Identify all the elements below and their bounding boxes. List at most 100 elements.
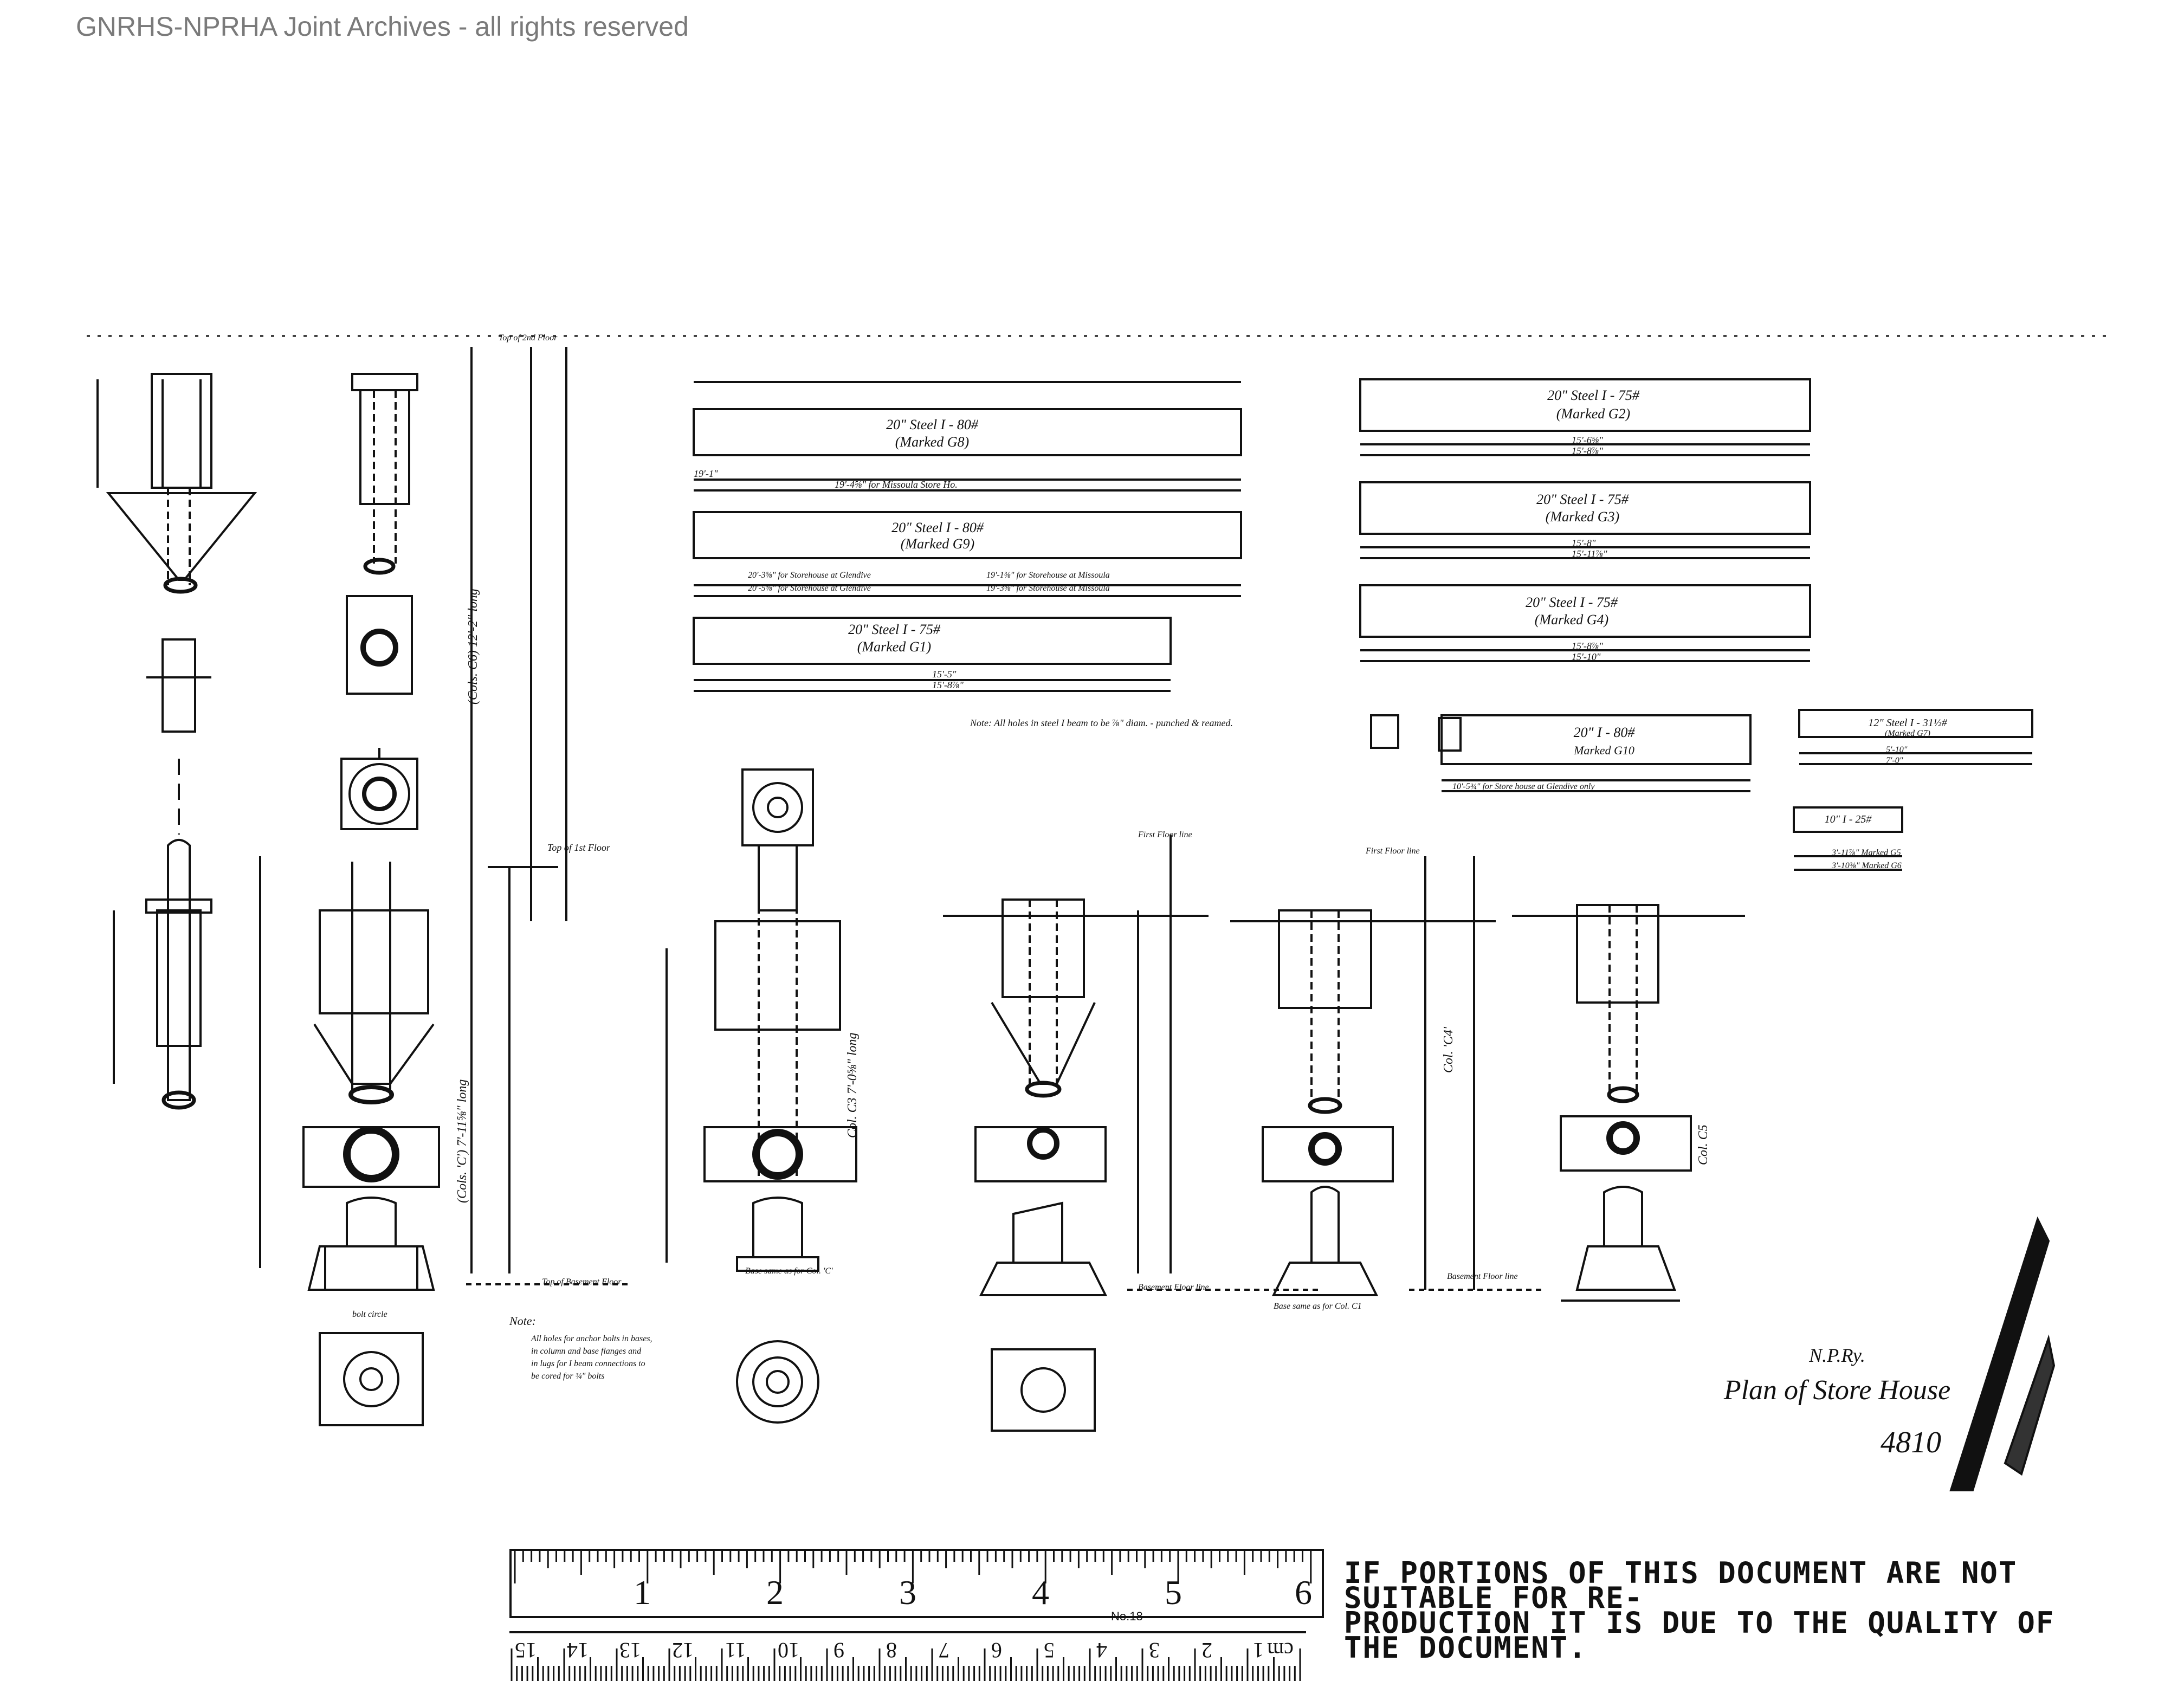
beam-g7 [1798, 709, 2033, 765]
beam-g9-mark: (Marked G9) [901, 536, 974, 552]
top-2nd-floor-label: Top of 2nd Floor [499, 333, 558, 342]
anchor-note-2: in column and base flanges and [531, 1347, 642, 1356]
beam-g1 [693, 617, 1172, 692]
beam-g4-name: 20" Steel I - 75# [1526, 594, 1618, 610]
beam-g2-mark: (Marked G2) [1556, 406, 1630, 422]
beam-g9 [693, 511, 1242, 597]
beam-g8-mark: (Marked G8) [895, 434, 969, 450]
railway-name: N.P.Ry. [1809, 1344, 1865, 1366]
ruler-inch-2: 2 [766, 1573, 784, 1612]
inch-ruler: 1 2 3 4 5 6 [509, 1549, 1324, 1618]
anchor-note-3: in lugs for I beam connections to [531, 1359, 645, 1368]
ruler-cm-13: 13 [619, 1638, 641, 1663]
ruler-cm-label: cm [1267, 1638, 1294, 1663]
beam-g3 [1359, 481, 1811, 559]
beam-g5-g6 [1793, 806, 1903, 871]
cm-ruler-ticks [511, 1648, 1301, 1681]
ruler-cm-1: 1 [1253, 1638, 1264, 1663]
title-block: N.P.Ry. Plan of Store House [1723, 1344, 1951, 1406]
ruler-inch-6: 6 [1295, 1573, 1312, 1612]
beam-g10-name: 20" I - 80# [1574, 725, 1636, 740]
beam-g2 [1359, 378, 1811, 456]
ruler-cm-8: 8 [886, 1638, 897, 1663]
beam-g1-dim-b: 15'-8⅞" [932, 680, 964, 690]
beam-g3-name: 20" Steel I - 75# [1536, 492, 1629, 507]
ruler-inch-4: 4 [1032, 1573, 1049, 1612]
ruler-cm-12: 12 [672, 1638, 694, 1663]
ruler-cm-10: 10 [778, 1638, 799, 1663]
beam-g2-dim-a: 15'-6⅝" [1572, 435, 1603, 445]
ruler-cm-15: 15 [515, 1638, 537, 1663]
beam-g8-dim-a: 19'-1" [694, 468, 718, 479]
beam-g1-dim-a: 15'-5" [932, 669, 957, 680]
beam-g10-dim: 10'-5¾" for Store house at Glendive only [1452, 782, 1595, 791]
beam-g4-dim-b: 15'-10" [1572, 651, 1601, 662]
drawing-title: Plan of Store House [1723, 1375, 1951, 1406]
beam-g7-dim-a: 5'-10" [1886, 745, 1908, 754]
ruler-cm-14: 14 [567, 1638, 589, 1663]
ruler-inch-3: 3 [899, 1573, 916, 1612]
ruler-inch-1: 1 [634, 1573, 651, 1612]
beam-g5g6-name: 10" I - 25# [1825, 813, 1872, 825]
beam-g6-dim: 3'-10⅜" Marked G6 [1831, 861, 1902, 870]
column-detail-3 [665, 768, 857, 1424]
top-1st-floor-label: Top of 1st Floor [547, 842, 611, 853]
ruler-cm-5: 5 [1044, 1638, 1055, 1663]
first-floor-line-label-1: First Floor line [1138, 830, 1192, 839]
beam-g9-name: 20" Steel I - 80# [891, 520, 984, 535]
beam-g8-dim-b: 19'-4⅝" for Missoula Store Ho. [835, 479, 958, 490]
base-same-c-label: Base same as for Col. 'C' [745, 1266, 833, 1276]
bolt-circle-label: bolt circle [352, 1310, 387, 1319]
column-detail-5 [1230, 856, 1545, 1296]
beam-g3-mark: (Marked G3) [1546, 509, 1619, 525]
beam-g4-dim-a: 15'-8⅞" [1572, 641, 1603, 651]
ruler-inch-5: 5 [1165, 1573, 1182, 1612]
col-c-label: (Cols. 'C') 7'-11⅝" long [455, 1079, 469, 1203]
beam-g10 [1370, 714, 1752, 792]
beam-g7-mark: (Marked G7) [1885, 729, 1930, 738]
beam-g9-dim-c: 19'-1⅜" for Storehouse at Missoula [986, 571, 1110, 580]
beam-g4 [1359, 584, 1811, 662]
ruler-cm-6: 6 [991, 1638, 1002, 1663]
ruler-ticks [514, 1551, 1312, 1583]
anchor-note-title: Note: [509, 1314, 536, 1328]
anchor-note-1: All holes for anchor bolts in bases, [531, 1334, 652, 1343]
col-c6-label: (Cols. C6) 12'-2" long [466, 589, 480, 704]
beam-note: Note: All holes in steel I beam to be ⅞"… [970, 717, 1233, 728]
base-same-c1-label: Base same as for Col. C1 [1274, 1302, 1362, 1311]
beam-g9-dim-b: 20'-5⅝" for Storehouse at Glendive [748, 584, 871, 593]
ruler-cm-11: 11 [725, 1638, 746, 1663]
beam-g4-mark: (Marked G4) [1535, 612, 1608, 628]
beam-g2-name: 20" Steel I - 75# [1547, 387, 1640, 403]
beam-g5-dim: 3'-11⅞" Marked G5 [1831, 848, 1901, 857]
ruler-cm-7: 7 [939, 1638, 949, 1663]
beam-g1-name: 20" Steel I - 75# [848, 622, 941, 637]
col-c5-label: Col. C5 [1696, 1124, 1710, 1165]
top-basement-label: Top of Basement Floor [542, 1277, 622, 1286]
beam-g2-dim-b: 15'-8⅞" [1572, 445, 1603, 456]
column-detail-4 [943, 835, 1322, 1432]
beam-g8 [693, 381, 1242, 492]
disclaimer-line-2: PRODUCTION IT IS DUE TO THE QUALITY OF T… [1344, 1606, 2055, 1665]
beam-g9-dim-a: 20'-3⅝" for Storehouse at Glendive [748, 571, 871, 580]
beam-g3-dim-b: 15'-11⅞" [1572, 548, 1607, 559]
beam-g9-dim-d: 19'-3⅝" for Storehouse at Missoula [986, 584, 1110, 593]
column-detail-6 [1512, 904, 1745, 1302]
basement-floor-line-label-2: Basement Floor line [1447, 1272, 1518, 1281]
ruler-cm-9: 9 [833, 1638, 844, 1663]
disclaimer-line-1: IF PORTIONS OF THIS DOCUMENT ARE NOT SUI… [1344, 1556, 2018, 1615]
anchor-note-4: be cored for ¾" bolts [531, 1372, 604, 1381]
ruler-cm-4: 4 [1096, 1638, 1107, 1663]
beam-g3-dim-a: 15'-8" [1572, 538, 1596, 548]
ruler-model: No.18 [1111, 1609, 1143, 1623]
beam-g7-dim-b: 7'-0" [1886, 756, 1903, 765]
beam-g8-name: 20" Steel I - 80# [886, 417, 979, 432]
cm-ruler: 1 cm 2 3 4 5 6 7 8 9 10 11 12 13 14 15 [509, 1631, 1306, 1681]
beam-g1-mark: (Marked G1) [857, 639, 931, 655]
beam-g10-mark: Marked G10 [1573, 743, 1634, 757]
col-c4-label: Col. 'C4' [1442, 1026, 1456, 1073]
archive-watermark: GNRHS-NPRHA Joint Archives - all rights … [76, 11, 689, 42]
beam-g7-name: 12" Steel I - 31½# [1868, 717, 1948, 729]
column-detail-2 [259, 373, 440, 1426]
